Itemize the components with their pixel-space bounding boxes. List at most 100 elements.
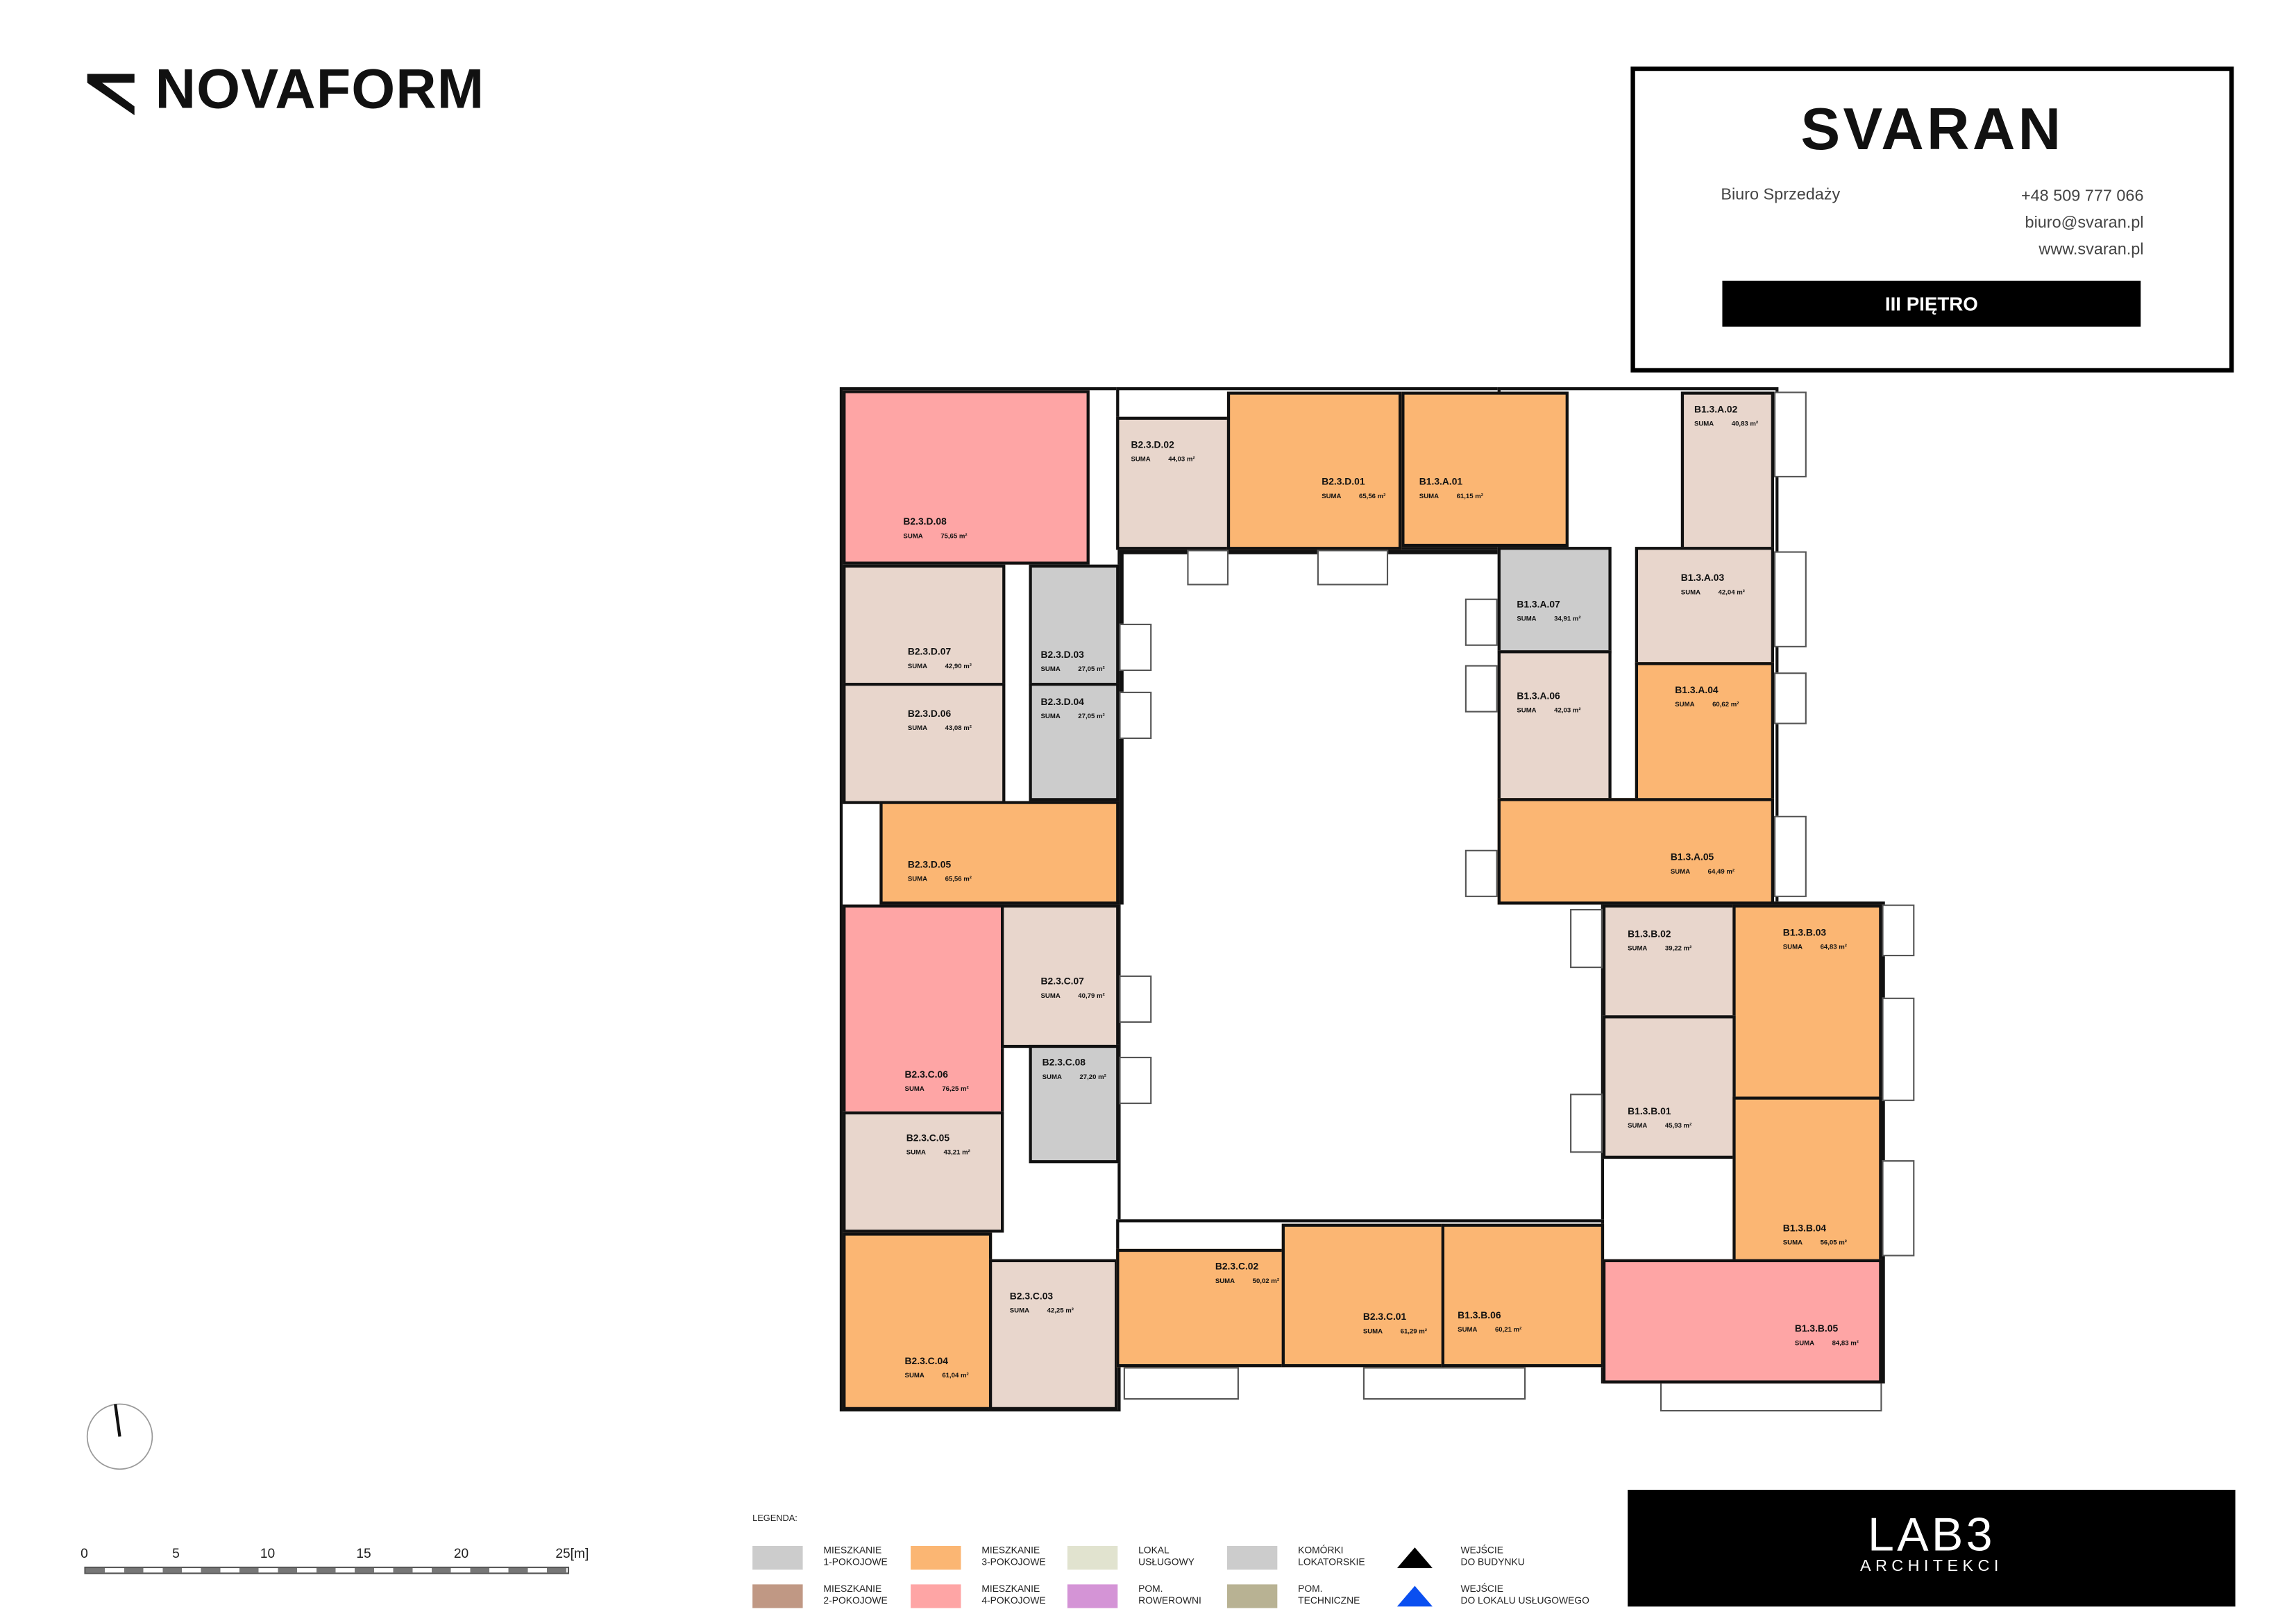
legend-swatch [1226, 1584, 1278, 1608]
apartment-id: B1.3.B.02 [1628, 929, 1671, 940]
scale-tick: 5 [172, 1545, 180, 1561]
sum-label: SUMA [904, 1371, 925, 1379]
apartment-area: 40,79 m² [1078, 992, 1105, 999]
building-entrance-icon [1396, 1547, 1433, 1568]
sum-label: SUMA [1794, 1339, 1815, 1347]
balcony [1570, 908, 1603, 969]
website[interactable]: www.svaran.pl [2038, 241, 2144, 259]
apartment-id: B2.3.C.01 [1362, 1312, 1407, 1323]
legend-text: WEJŚCIE [1460, 1584, 1504, 1595]
apartment-id: B1.3.B.01 [1628, 1107, 1671, 1118]
apartment-id: B1.3.A.06 [1517, 691, 1560, 702]
legend-text: 3-POKOJOWE [981, 1558, 1046, 1568]
legend-text: 1-POKOJOWE [823, 1558, 888, 1568]
balcony [1882, 1160, 1915, 1257]
email[interactable]: biuro@svaran.pl [2025, 214, 2144, 232]
service-entrance-icon [1396, 1586, 1433, 1607]
sum-label: SUMA [1628, 944, 1648, 952]
architect-name: LAB3 [1867, 1507, 1995, 1561]
legend-text: WEJŚCIE [1460, 1545, 1504, 1556]
balcony [1187, 550, 1229, 586]
apartment-area: 34,91 m² [1554, 615, 1581, 622]
floor-label: III PIĘTRO [1722, 280, 2141, 327]
legend-item: POM.ROWEROWNI [1067, 1584, 1201, 1608]
apartment-area: 42,03 m² [1554, 706, 1581, 714]
apartment-id: B1.3.B.04 [1782, 1223, 1827, 1234]
balcony [1119, 975, 1152, 1023]
legend-text: MIESZKANIE [981, 1584, 1040, 1595]
apartment-area: 27,20 m² [1079, 1073, 1106, 1081]
north-arrow-icon [86, 1403, 153, 1470]
legend-text: POM. [1298, 1584, 1323, 1595]
apartment-area: 76,25 m² [942, 1085, 969, 1093]
apartment-area: 42,04 m² [1718, 588, 1745, 596]
apartment-id: B2.3.C.02 [1215, 1262, 1259, 1273]
sum-label: SUMA [907, 724, 928, 732]
sum-label: SUMA [904, 1085, 925, 1093]
apartment-id: B1.3.A.02 [1694, 405, 1738, 416]
apartment-area: 43,21 m² [943, 1148, 970, 1156]
phone[interactable]: +48 509 777 066 [2020, 187, 2144, 206]
apartment-id: B2.3.D.06 [907, 709, 952, 720]
sum-label: SUMA [1215, 1277, 1235, 1284]
legend-swatch [911, 1545, 961, 1570]
apartment-area: 61,04 m² [942, 1371, 969, 1379]
apartment-area: 64,83 m² [1820, 942, 1847, 951]
apartment-area: 75,65 m² [940, 532, 968, 540]
legend-text: KOMÓRKI [1298, 1545, 1344, 1556]
apartment-area: 56,05 m² [1820, 1238, 1847, 1246]
sales-office-label: Biuro Sprzedaży [1721, 186, 1841, 204]
legend-text: 4-POKOJOWE [981, 1596, 1046, 1607]
legend-text: TECHNICZNE [1298, 1596, 1360, 1607]
apartment-area: 64,49 m² [1707, 867, 1735, 875]
apartment-area: 27,05 m² [1078, 712, 1105, 720]
balcony [1119, 1056, 1152, 1105]
legend-text: LOKATORSKIE [1298, 1558, 1365, 1568]
apartment-id: B2.3.D.05 [907, 860, 952, 871]
sum-label: SUMA [1131, 455, 1151, 463]
apartment-id: B2.3.D.07 [907, 647, 952, 658]
sum-label: SUMA [907, 662, 928, 670]
sum-label: SUMA [1694, 419, 1714, 427]
legend-swatch [911, 1584, 961, 1608]
apartment-id: B1.3.A.05 [1670, 853, 1714, 863]
sum-label: SUMA [1042, 1073, 1062, 1081]
legend-text: USŁUGOWY [1138, 1558, 1195, 1568]
sum-label: SUMA [1322, 492, 1342, 500]
balcony [1464, 665, 1498, 713]
apartment-area: 42,90 m² [945, 662, 972, 670]
legend-text: LOKAL [1138, 1545, 1170, 1556]
scale-tick: 25[m] [555, 1545, 589, 1561]
